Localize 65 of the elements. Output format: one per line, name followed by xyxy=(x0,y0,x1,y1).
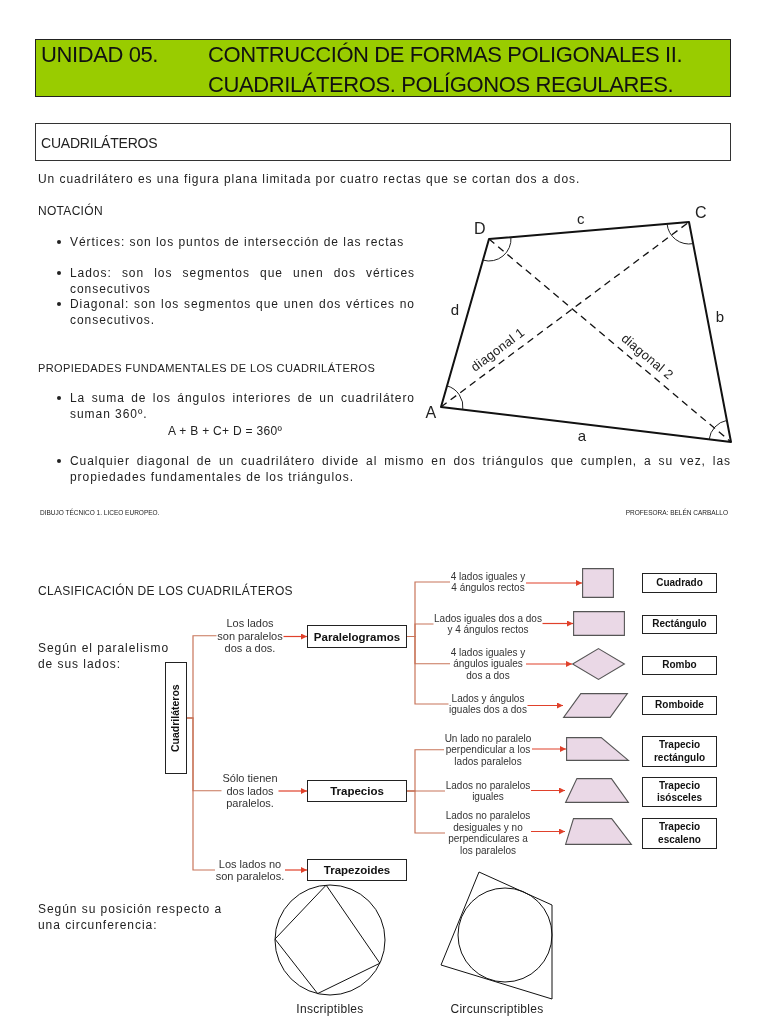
criterion-text: Lados no paralelos desiguales y no perpendiculares a los paralelos xyxy=(445,810,531,856)
criterion-text: Los lados no son paralelos. xyxy=(215,857,285,883)
right-trapezoid-figure xyxy=(566,737,629,761)
type-name-box: Trapecio escaleno xyxy=(642,818,717,849)
side-label: b xyxy=(715,308,725,326)
criterion-text: 4 lados iguales y 4 ángulos rectos xyxy=(450,570,526,594)
bullet-text: Cualquier diagonal de un cuadrilátero divide al mismo en dos triángulos que cumplen, a su vez, las propiedades fundamentales de los triángulos. xyxy=(70,453,731,485)
bullet-text: La suma de los ángulos interiores de un cuadrilátero suman 360º. xyxy=(70,390,415,422)
type-name-box: Trapecio isósceles xyxy=(642,777,717,807)
criterion-text: Los lados son paralelos dos a dos. xyxy=(216,617,284,655)
type-name-box: Rombo xyxy=(642,656,717,675)
criterion-text: Un lado no paralelo perpendicular a los lados paralelos xyxy=(444,732,532,767)
side-label: a xyxy=(577,427,587,445)
connector-line xyxy=(406,635,450,705)
subheading: CLASIFICACIÓN DE LOS CUADRILÁTEROS xyxy=(38,583,293,599)
arrow xyxy=(284,867,308,873)
arrow xyxy=(530,787,566,794)
formula-text: A + B + C+ D = 360º xyxy=(168,423,283,439)
criterion-text: 4 lados iguales y ángulos iguales dos a dos xyxy=(450,646,526,681)
criterion-text: Lados no paralelos iguales xyxy=(445,779,531,803)
trapezoid-figure xyxy=(565,818,632,845)
trapezoid-figure xyxy=(565,778,629,803)
type-name-box: Trapecio rectángulo xyxy=(642,736,717,767)
type-name-box: Romboide xyxy=(642,696,717,715)
unit-title: CONTRUCCIÓN DE FORMAS POLIGONALES II. CUADRILÁTEROS. POLÍGONOS REGULARES. xyxy=(208,41,684,99)
arrow xyxy=(282,633,308,640)
arrow xyxy=(530,828,566,835)
type-name-box: Rectángulo xyxy=(642,615,717,634)
subheading: NOTACIÓN xyxy=(38,203,103,219)
category-box: Trapezoides xyxy=(307,859,407,881)
type-name-box: Cuadrado xyxy=(642,573,717,593)
connector-line xyxy=(406,790,446,834)
side-label: c xyxy=(577,210,585,228)
vertex-label: A xyxy=(425,404,437,422)
criterion-text: Lados iguales dos a dos y 4 ángulos rectos xyxy=(433,612,543,636)
side-label: d xyxy=(450,301,460,319)
arrow xyxy=(525,580,583,586)
arrow xyxy=(277,788,308,794)
bullet-text: Lados: son los segmentos que unen dos vértices consecutivos xyxy=(70,265,415,297)
bullet-text: Diagonal: son los segmentos que unen dos vértices no consecutivos. xyxy=(70,296,415,328)
figure-caption: Inscriptibles xyxy=(296,1003,364,1017)
section-heading: CUADRILÁTEROS xyxy=(35,123,731,161)
body-text: Según su posición respecto a una circunferencia: xyxy=(38,901,224,933)
connector-line xyxy=(186,717,216,871)
vertex-label: D xyxy=(474,220,486,238)
criterion-text: Lados y ángulos iguales dos a dos xyxy=(448,692,528,716)
category-box: Cuadriláteros xyxy=(165,662,187,774)
square-figure xyxy=(582,568,614,598)
arrow xyxy=(526,702,564,709)
intro-text: Un cuadrilátero es una figura plana limitada por cuatro rectas que se cortan dos a dos. xyxy=(38,171,581,187)
unit-number: UNIDAD 05. xyxy=(41,41,160,69)
bullet-text: Vértices: son los puntos de intersección de las rectas xyxy=(70,234,406,250)
subheading: PROPIEDADES FUNDAMENTALES DE LOS CUADRILÁTEROS xyxy=(38,361,376,376)
arrow xyxy=(525,661,573,667)
category-box: Paralelogramos xyxy=(307,625,407,648)
rhombus-figure xyxy=(572,648,625,680)
category-box: Trapecios xyxy=(307,780,407,802)
criterion-text: Sólo tienen dos lados paralelos. xyxy=(221,772,279,810)
figure-caption: Circunscriptibles xyxy=(450,1003,544,1017)
arrow xyxy=(531,746,567,752)
rectangle-figure xyxy=(573,611,625,636)
arrow xyxy=(541,620,574,627)
title-band xyxy=(35,39,731,97)
vertex-label: C xyxy=(695,204,707,222)
parallelogram-figure xyxy=(563,693,628,718)
